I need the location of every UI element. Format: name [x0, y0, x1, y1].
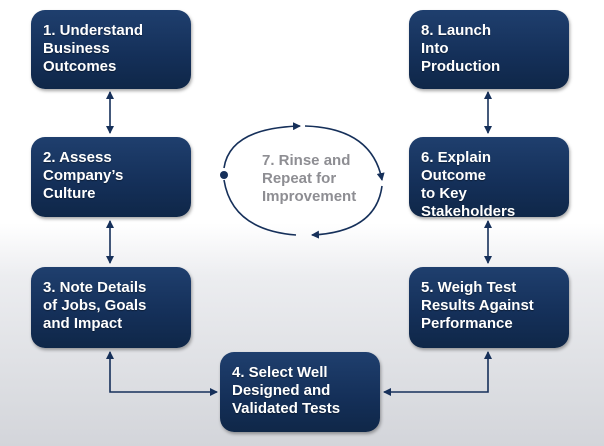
step-6-label: 6. Explain Outcome to Key Stakeholders — [421, 149, 516, 220]
step-5-label: 5. Weigh Test Results Against Performanc… — [421, 279, 534, 332]
step-8-box: 8. Launch Into Production — [409, 10, 569, 89]
step-4-label: 4. Select Well Designed and Validated Te… — [232, 364, 341, 417]
step-3-box: 3. Note Details of Jobs, Goals and Impac… — [31, 267, 191, 348]
step-4-box: 4. Select Well Designed and Validated Te… — [220, 352, 380, 432]
step-7-label: 7. Rinse and Repeat for Improvement — [262, 152, 357, 205]
step-2-box: 2. Assess Company’s Culture — [31, 137, 191, 217]
cycle-ring — [220, 122, 385, 239]
step-8-label: 8. Launch Into Production — [421, 22, 501, 75]
step-1-box: 1. Understand Business Outcomes — [31, 10, 191, 89]
step-5-box: 5. Weigh Test Results Against Performanc… — [409, 267, 569, 348]
step-3-label: 3. Note Details of Jobs, Goals and Impac… — [43, 279, 147, 332]
connector-4-5 — [383, 351, 492, 396]
step-6-box: 6. Explain Outcome to Key Stakeholders — [409, 137, 569, 220]
connector-3-4 — [106, 351, 218, 396]
step-1-label: 1. Understand Business Outcomes — [43, 22, 144, 75]
step-2-label: 2. Assess Company’s Culture — [43, 149, 124, 202]
